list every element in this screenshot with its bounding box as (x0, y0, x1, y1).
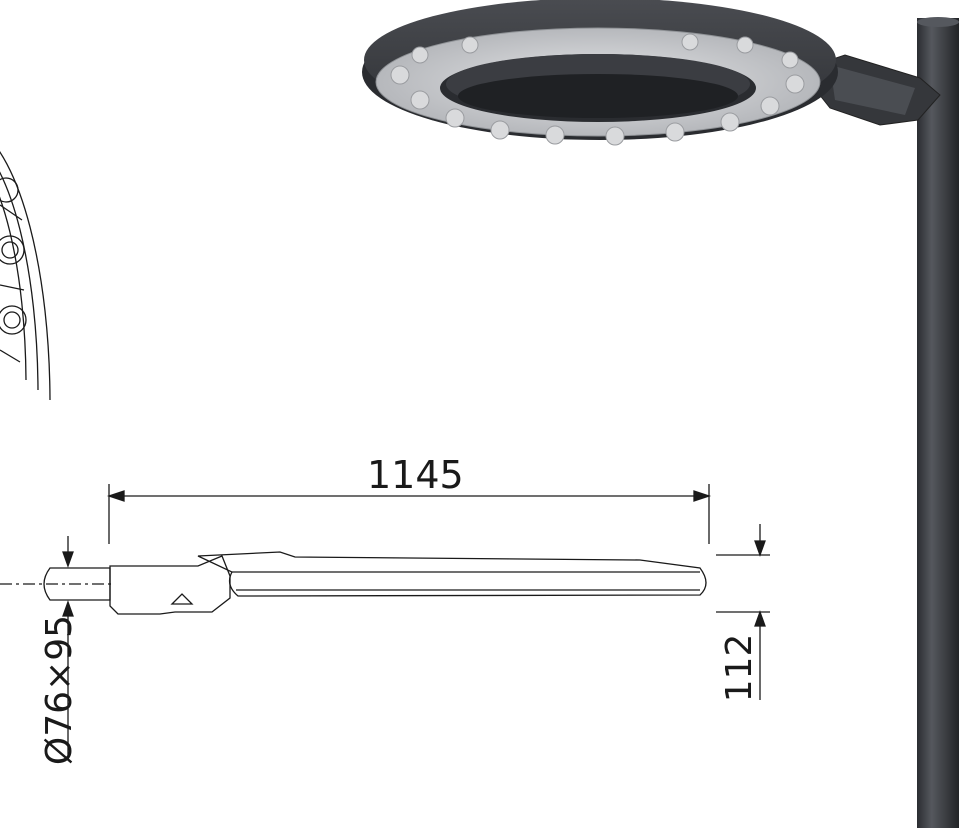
dimension-tube-diameter-label: Ø76×95 (39, 614, 80, 766)
led-lens-circle (3, 311, 21, 329)
dimension-length-label: 1145 (367, 453, 464, 497)
luminaire-render (362, 0, 941, 146)
top-view-ring-fragment (0, 151, 51, 401)
led-lens-circle (0, 305, 27, 335)
tube-end (43, 567, 111, 601)
side-view-drawing (0, 551, 707, 615)
luminaire-side-profile (197, 551, 707, 597)
pole (917, 18, 959, 828)
led-lens-circle (1, 241, 19, 259)
mount-adapter (109, 555, 231, 615)
led-lens-circle (0, 177, 19, 203)
pole-cap (917, 17, 959, 27)
dimension-lines (62, 484, 770, 760)
led-lens-circle (0, 235, 25, 265)
dimension-height-label: 112 (719, 633, 760, 703)
